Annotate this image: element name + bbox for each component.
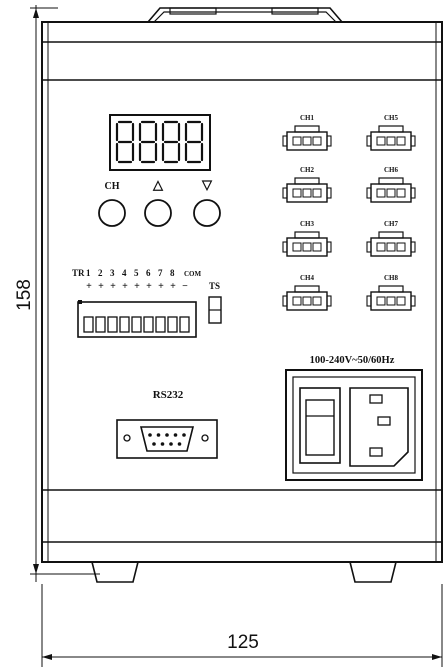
terminal-sign: + — [146, 281, 152, 292]
channel-label: CH5 — [384, 114, 399, 122]
height-dimension: 158 — [14, 5, 100, 582]
terminal-label: 3 — [110, 268, 115, 278]
terminal-sign: − — [182, 281, 188, 292]
control-button-1[interactable]: CH — [98, 181, 126, 227]
channel-connector-7[interactable]: CH7 — [366, 220, 416, 257]
enclosure — [41, 21, 443, 563]
control-button-label: △ — [152, 177, 164, 192]
channel-label: CH8 — [384, 274, 399, 282]
terminal-label: 6 — [146, 268, 151, 278]
channel-label: CH3 — [300, 220, 315, 228]
terminal-label: TR — [72, 268, 85, 278]
control-button-2[interactable]: △ — [144, 177, 172, 227]
power-rating-label: 100-240V~50/60Hz — [310, 355, 395, 366]
display-digit — [115, 120, 135, 164]
channel-label: CH4 — [300, 274, 315, 282]
power-inlet: 100-240V~50/60Hz — [285, 355, 423, 481]
ts-switch[interactable]: TS — [208, 281, 222, 324]
terminal-label: 1 — [86, 268, 91, 278]
terminal-screw[interactable] — [107, 316, 118, 333]
terminal-sign: + — [86, 281, 92, 292]
terminal-screw[interactable] — [155, 316, 166, 333]
width-dimension-label: 125 — [227, 632, 259, 653]
channel-connector-8[interactable]: CH8 — [366, 274, 416, 311]
terminal-sign: + — [110, 281, 116, 292]
channel-label: CH2 — [300, 166, 315, 174]
terminal-label: 7 — [158, 268, 163, 278]
display-digits — [115, 120, 204, 164]
power-switch[interactable] — [299, 387, 341, 464]
channel-connector-4[interactable]: CH4 — [282, 274, 332, 311]
terminal-screw[interactable] — [83, 316, 94, 333]
channel-label: CH6 — [384, 166, 399, 174]
feet — [91, 561, 397, 583]
terminal-sign: + — [170, 281, 176, 292]
terminal-screw[interactable] — [167, 316, 178, 333]
terminal-sign: + — [98, 281, 104, 292]
height-dimension-label: 158 — [14, 279, 35, 311]
display-digit — [184, 120, 204, 164]
terminal-screw[interactable] — [143, 316, 154, 333]
terminal-screw[interactable] — [119, 316, 130, 333]
ts-switch-label: TS — [209, 281, 220, 291]
terminal-screw[interactable] — [95, 316, 106, 333]
channel-label: CH1 — [300, 114, 315, 122]
terminal-label: 4 — [122, 268, 127, 278]
control-button-label: CH — [105, 181, 120, 192]
channel-connector-6[interactable]: CH6 — [366, 166, 416, 203]
channel-connector-5[interactable]: CH5 — [366, 114, 416, 151]
terminal-sign: + — [122, 281, 128, 292]
channel-connector-2[interactable]: CH2 — [282, 166, 332, 203]
width-dimension: 125 — [41, 584, 443, 667]
terminal-screw[interactable] — [131, 316, 142, 333]
terminal-label: 8 — [170, 268, 175, 278]
terminal-sign: + — [158, 281, 164, 292]
channel-connector-1[interactable]: CH1 — [282, 114, 332, 151]
control-buttons: CH △ ▽ — [98, 177, 221, 227]
display-digit — [161, 120, 181, 164]
control-button-label: ▽ — [201, 177, 213, 192]
db9-pins — [148, 433, 186, 446]
top-handle — [147, 7, 343, 23]
terminal-label: 5 — [134, 268, 139, 278]
channel-label: CH7 — [384, 220, 399, 228]
channel-connector-3[interactable]: CH3 — [282, 220, 332, 257]
terminal-sign: + — [134, 281, 140, 292]
terminal-screws — [83, 316, 190, 333]
terminal-label: COM — [184, 270, 202, 278]
display-digit — [138, 120, 158, 164]
rs232-label: RS232 — [153, 389, 184, 401]
control-button-3[interactable]: ▽ — [193, 177, 221, 227]
seven-segment-display — [109, 114, 211, 171]
terminal-signs: ++++++++− — [86, 281, 188, 292]
iec-power-socket[interactable] — [349, 387, 409, 467]
terminal-screw[interactable] — [179, 316, 190, 333]
terminal-label: 2 — [98, 268, 103, 278]
rs232-port[interactable]: RS232 — [116, 389, 218, 459]
